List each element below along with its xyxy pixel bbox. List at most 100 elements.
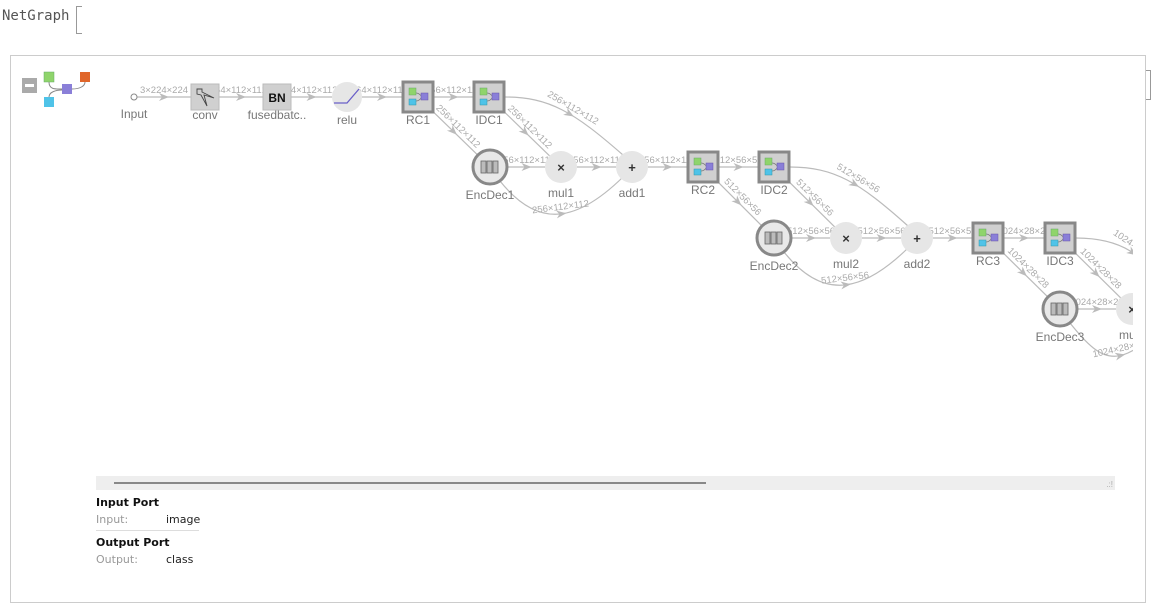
- node-encdec3[interactable]: EncDec3: [1036, 290, 1085, 344]
- edge-shape-label: 1024×28×28: [1070, 297, 1123, 308]
- output-port-heading: Output Port: [96, 536, 170, 549]
- edge-shape-label: 64×112×112: [215, 85, 267, 96]
- times-icon: ×: [557, 160, 565, 175]
- edge: 3×224×224: [137, 85, 191, 101]
- edge-arrow-icon: [521, 163, 532, 171]
- encoder-decoder-icon: [1050, 302, 1069, 316]
- edge-arrow-icon: [803, 196, 814, 207]
- edge-arrow-icon: [731, 195, 742, 206]
- container-icon: [764, 157, 785, 176]
- input-port-value: image: [166, 513, 201, 526]
- edge-arrow-icon: [840, 281, 851, 290]
- batchnorm-icon: BN: [268, 91, 285, 105]
- edge-shape-label: 512×56×56: [714, 155, 762, 166]
- node-label: IDC2: [760, 183, 788, 197]
- node-rc1[interactable]: RC1: [401, 80, 435, 127]
- plus-icon: +: [913, 231, 921, 246]
- edge-arrow-icon: [848, 178, 859, 187]
- input-port-row: Input: image: [96, 512, 200, 530]
- times-icon: ×: [1128, 302, 1133, 317]
- edge-shape-label: 512×56×56: [721, 176, 763, 218]
- node-label: EncDec3: [1036, 330, 1085, 344]
- edge-shape-label: 512×56×56: [928, 226, 976, 237]
- edge: 512×56×56: [714, 155, 763, 171]
- scrollbar-thumb[interactable]: [114, 482, 706, 484]
- node-encdec2[interactable]: EncDec2: [750, 219, 799, 273]
- horizontal-scrollbar[interactable]: .:!: [96, 476, 1115, 490]
- container-icon: [693, 157, 714, 176]
- edge: 256×112×112: [425, 85, 482, 101]
- node-label: relu: [337, 113, 357, 127]
- edge-arrow-icon: [555, 210, 567, 219]
- edge-shape-label: 256×112×112: [639, 155, 696, 166]
- edge-shape-label: 64×112×112: [356, 85, 408, 96]
- edge: 1024×28×28: [998, 246, 1051, 297]
- node-conv[interactable]: conv: [190, 83, 220, 122]
- edge: 512×56×56: [783, 247, 909, 290]
- edge-arrow-icon: [448, 93, 459, 101]
- node-label: EncDec1: [466, 188, 515, 202]
- edge-arrow-icon: [1089, 267, 1100, 278]
- edge-arrow-icon: [662, 163, 673, 171]
- netgraph-header: NetGraph: [2, 8, 70, 24]
- node-label: mul2: [833, 257, 859, 271]
- edge-shape-label: 256×112×112: [498, 155, 555, 166]
- node-encdec1[interactable]: EncDec1: [466, 148, 515, 202]
- edge: 512×56×56: [928, 226, 977, 242]
- edge-arrow-icon: [377, 93, 387, 101]
- edge-shape-label: 512×56×56: [794, 177, 836, 219]
- node-idc1[interactable]: IDC1: [472, 80, 506, 127]
- edge: 1024×28×28: [1070, 246, 1124, 299]
- edge: 256×112×112: [498, 155, 555, 171]
- edge: 1024×28×28: [1070, 297, 1124, 313]
- resize-handle[interactable]: .:!: [1106, 480, 1113, 489]
- node-rc3[interactable]: RC3: [971, 221, 1005, 268]
- node-label: IDC3: [1046, 254, 1074, 268]
- edge-arrow-icon: [159, 93, 169, 101]
- edge-arrow-icon: [1019, 234, 1029, 242]
- times-icon: ×: [842, 231, 850, 246]
- ports-panel: Input Port Input: image Output Port Outp…: [96, 495, 200, 570]
- collapse-toggle-button[interactable]: [22, 78, 37, 93]
- edge-line: [504, 96, 624, 156]
- edge-shape-label: 512×56×56: [835, 162, 882, 196]
- edge-arrow-icon: [306, 93, 317, 101]
- node-mul3[interactable]: ×mul3: [1116, 293, 1133, 342]
- edge-arrow-icon: [947, 234, 958, 242]
- relu-icon: [334, 88, 360, 104]
- edge-line: [1075, 237, 1133, 254]
- edge-shape-label: 1024×28×28: [1078, 246, 1124, 291]
- edge-arrow-icon: [236, 93, 246, 101]
- edge-arrow-icon: [518, 125, 529, 136]
- node-label: add2: [904, 257, 931, 271]
- container-icon: [479, 87, 500, 106]
- node-add1[interactable]: +add1: [616, 151, 648, 200]
- edge-arrow-icon: [1016, 266, 1027, 277]
- output-port-key: Output:: [96, 553, 138, 566]
- edge-line: [783, 247, 909, 286]
- edge-arrow-icon: [591, 163, 602, 171]
- container-icon: [978, 228, 999, 247]
- node-mul1[interactable]: ×mul1: [545, 151, 577, 200]
- container-icon: [1050, 228, 1071, 247]
- edge-arrow-icon: [1114, 352, 1126, 361]
- node-rc2[interactable]: RC2: [686, 150, 720, 197]
- edge-arrow-icon: [876, 234, 887, 242]
- node-label: RC3: [976, 254, 1000, 268]
- edge: 512×56×56: [857, 226, 906, 242]
- node-label: conv: [192, 108, 217, 122]
- encoder-decoder-icon: [764, 231, 783, 245]
- node-label: RC2: [691, 183, 715, 197]
- node-input[interactable]: Input: [121, 93, 148, 121]
- node-idc3[interactable]: IDC3: [1043, 221, 1077, 268]
- encoder-decoder-icon: [480, 160, 499, 174]
- node-idc2[interactable]: IDC2: [757, 150, 791, 197]
- node-relu[interactable]: relu: [332, 70, 362, 127]
- edge: 512×56×56: [784, 177, 836, 228]
- container-icon: [408, 87, 429, 106]
- divider: [96, 530, 199, 531]
- node-add2[interactable]: + add2: [901, 222, 933, 271]
- node-mul2[interactable]: × mul2: [830, 222, 862, 271]
